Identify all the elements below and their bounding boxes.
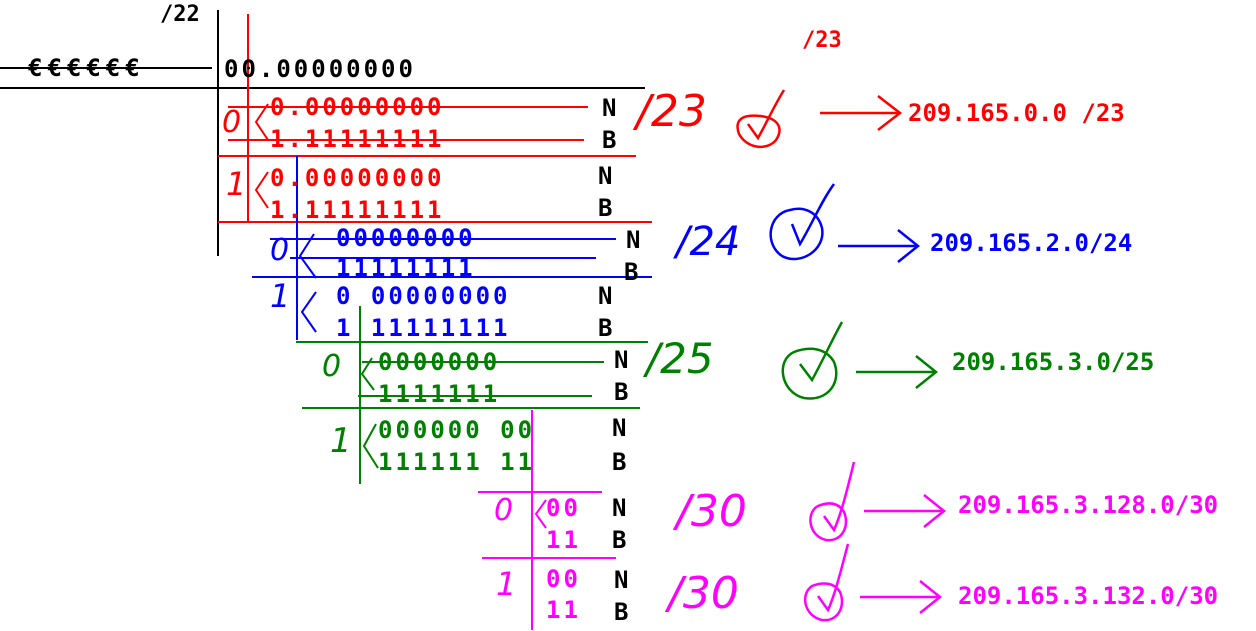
- handwritten-prefix: /30: [668, 568, 739, 619]
- network-bits: 0.00000000: [270, 93, 445, 121]
- network-bits: 0000000: [378, 348, 501, 376]
- branch-label: 1: [496, 565, 517, 603]
- handwritten-prefix: /23: [636, 86, 707, 137]
- broadcast-bits: 1.11111111: [270, 196, 445, 224]
- broadcast-bits: 111111 11: [378, 448, 536, 476]
- branch-label: 1: [226, 165, 247, 203]
- branch-label: 1: [330, 421, 352, 461]
- branch-label: 0: [270, 233, 290, 268]
- n-label: N: [598, 162, 613, 190]
- n-label: N: [614, 346, 629, 374]
- base-bits: 00.00000000: [224, 55, 416, 83]
- result-address: 209.165.3.128.0/30: [958, 491, 1219, 519]
- branch-label: 0: [322, 349, 342, 384]
- result-address: 209.165.3.0/25: [952, 348, 1155, 376]
- green-brace-2: [362, 423, 379, 469]
- n-label: N: [626, 226, 641, 254]
- check-icon: [781, 321, 844, 400]
- broadcast-bits: 11: [546, 596, 581, 624]
- check-icon: [769, 183, 836, 261]
- result-address: 209.165.2.0/24: [930, 229, 1133, 257]
- n-label: N: [612, 494, 627, 522]
- arrow-head-magenta: [923, 494, 947, 528]
- broadcast-bits: 1 11111111: [336, 314, 511, 342]
- check-icon: [809, 461, 856, 542]
- b-label: B: [598, 194, 613, 222]
- crossed-bits: €€€€€€: [28, 54, 145, 82]
- network-bits: 00000000: [336, 224, 476, 252]
- network-bits: 00: [546, 565, 581, 593]
- branch-label: 1: [270, 277, 291, 315]
- b-label: B: [612, 448, 627, 476]
- branch-label: 0: [222, 105, 242, 140]
- broadcast-bits: 1111111: [378, 380, 501, 408]
- handwritten-prefix: /24: [676, 219, 741, 265]
- b-label: B: [614, 598, 629, 626]
- b-label: B: [612, 526, 627, 554]
- broadcast-bits: 1.11111111: [270, 125, 445, 153]
- network-bits: 0 00000000: [336, 282, 511, 310]
- arrow-head-green: [915, 355, 939, 389]
- blue-brace-2: [300, 291, 317, 333]
- branch-label: 0: [494, 493, 514, 528]
- network-bits: 000000 00: [378, 416, 536, 444]
- n-label: N: [602, 94, 617, 122]
- magenta-brace-1: [534, 499, 547, 529]
- n-label: N: [598, 282, 613, 310]
- check-icon: [736, 89, 786, 148]
- green-brace-1: [360, 357, 375, 391]
- b-label: B: [598, 314, 613, 342]
- handwritten-prefix: /25: [646, 334, 714, 383]
- blue-brace-1: [298, 233, 317, 279]
- network-bits: 0.00000000: [270, 164, 445, 192]
- handwritten-prefix: /30: [676, 486, 747, 537]
- red-brace-1: [254, 103, 269, 141]
- network-bits: 00: [546, 494, 581, 522]
- broadcast-bits: 11: [546, 526, 581, 554]
- result-address: 209.165.3.132.0/30: [958, 582, 1219, 610]
- red-brace-2: [254, 171, 269, 209]
- b-label: B: [614, 378, 629, 406]
- b-label: B: [624, 258, 639, 286]
- arrow-head-blue: [897, 229, 921, 263]
- check-icon: [803, 543, 850, 622]
- arrow-head-red: [877, 95, 903, 131]
- prefix-22-label: /22: [160, 2, 200, 27]
- arrow-head-magenta: [919, 580, 943, 614]
- b-label: B: [602, 126, 617, 154]
- prefix-23-label: /23: [802, 28, 842, 53]
- result-address: 209.165.0.0 /23: [908, 99, 1125, 127]
- n-label: N: [612, 414, 627, 442]
- n-label: N: [614, 566, 629, 594]
- broadcast-bits: 11111111: [336, 254, 476, 282]
